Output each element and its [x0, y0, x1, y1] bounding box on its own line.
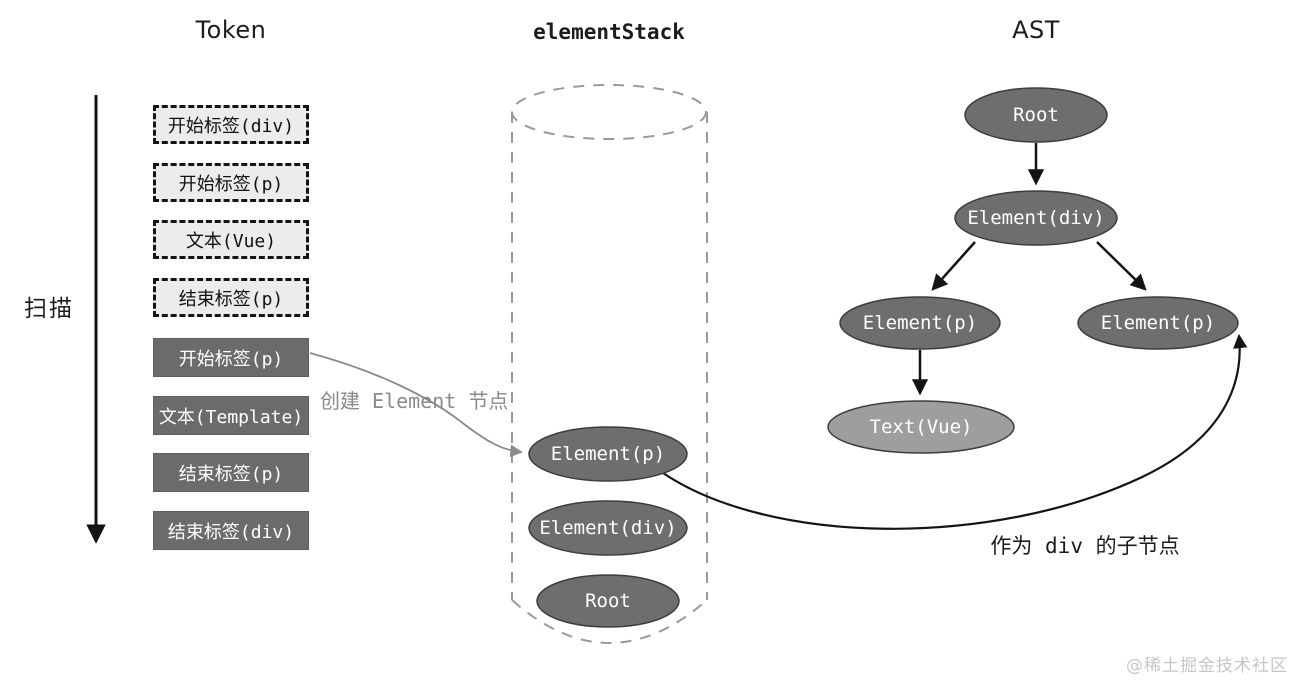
ast-column-title: AST: [1012, 16, 1060, 44]
stack-column-title: elementStack: [533, 20, 685, 44]
ast-node-element-p-left: Element(p): [839, 296, 1001, 350]
stack-node-element-div: Element(div): [528, 500, 688, 556]
token-item-start-tag-p: 开始标签(p): [153, 163, 309, 202]
edge-div-p-right: [1096, 241, 1147, 291]
token-column-title: Token: [195, 16, 267, 44]
token-item-end-tag-div: 结束标签(div): [153, 511, 309, 550]
token-item-text-template: 文本(Template): [153, 396, 309, 435]
create-element-annotation: 创建 Element 节点: [320, 389, 509, 413]
as-child-arrow: [662, 333, 1248, 530]
stack-cylinder: [511, 84, 708, 644]
token-item-end-tag-p: 结束标签(p): [153, 278, 309, 317]
ast-node-label: Element(p): [1101, 312, 1215, 334]
ast-node-label: Text(Vue): [870, 416, 973, 438]
scan-label: 扫描: [24, 296, 74, 322]
token-item-start-tag-div: 开始标签(div): [153, 105, 309, 144]
ast-node-label: Element(div): [967, 207, 1104, 229]
watermark: @稀土掘金技术社区: [1126, 656, 1288, 676]
ast-node-label: Element(p): [863, 312, 977, 334]
cylinder-top-ellipse: [511, 84, 707, 140]
stack-node-label: Element(div): [539, 517, 676, 539]
edge-div-p-left: [931, 241, 976, 291]
ast-node-element-p-right: Element(p): [1077, 296, 1239, 350]
ast-edges: [911, 143, 1147, 396]
token-item-text-vue: 文本(Vue): [153, 220, 309, 259]
stack-node-label: Element(p): [551, 443, 665, 465]
ast-node-label: Root: [1013, 104, 1059, 126]
ast-node-root: Root: [964, 87, 1108, 143]
as-child-annotation: 作为 div 的子节点: [990, 534, 1180, 558]
create-element-arrow: [309, 352, 523, 458]
token-item-end-tag-p2: 结束标签(p): [153, 453, 309, 492]
stack-node-label: Root: [585, 590, 631, 612]
stack-node-element-p: Element(p): [528, 426, 688, 482]
ast-node-text-vue: Text(Vue): [827, 400, 1015, 454]
stack-node-root: Root: [536, 574, 680, 628]
token-item-start-tag-p2: 开始标签(p): [153, 338, 309, 377]
ast-node-element-div: Element(div): [954, 190, 1118, 246]
cylinder-bottom-arc: [511, 599, 708, 644]
